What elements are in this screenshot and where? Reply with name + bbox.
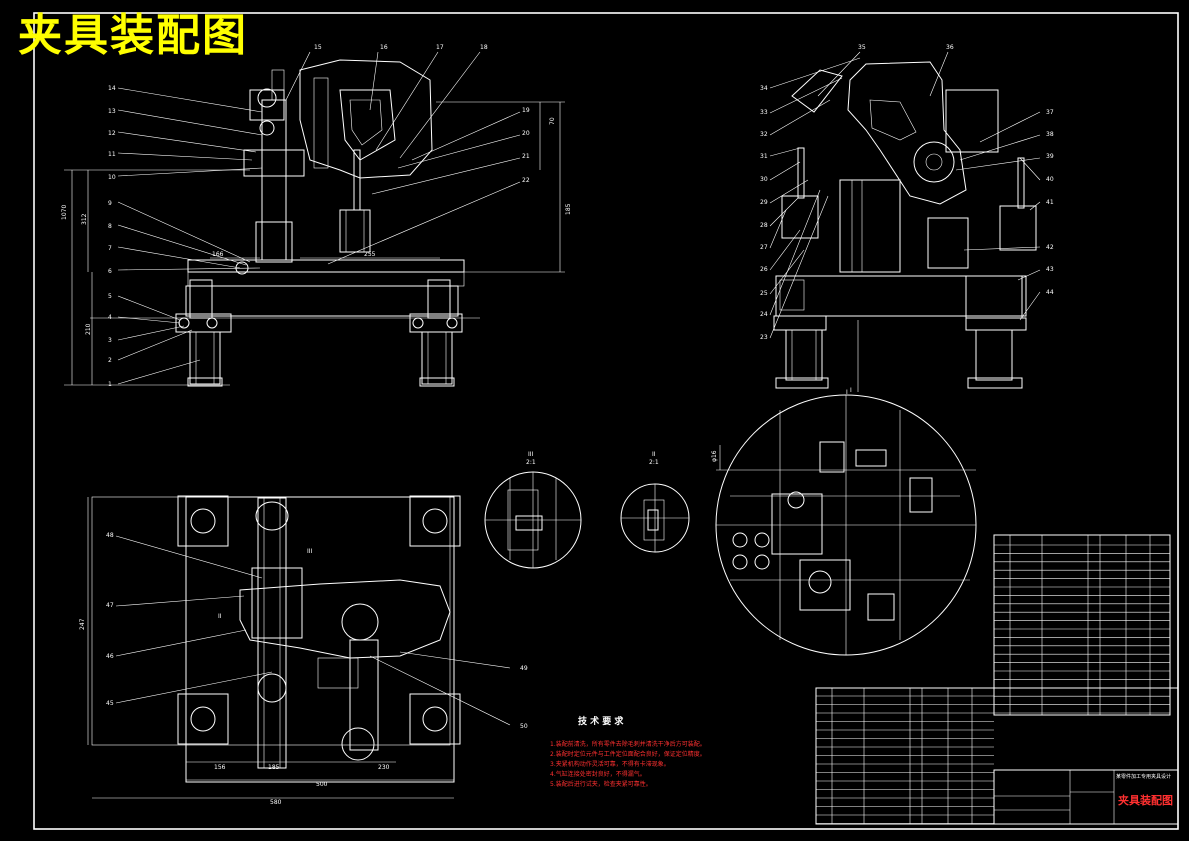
dim-230: 230 — [378, 764, 390, 771]
tech-req-heading: 技 术 要 求 — [578, 715, 624, 727]
tech-req-item-3: 3.夹紧机构动作灵活可靠，不得有卡滞现象。 — [550, 760, 670, 768]
balloon-40: 40 — [1046, 176, 1054, 183]
dim-500: 500 — [316, 781, 328, 788]
plan-view: 156 185 230 500 580 247 III II — [79, 495, 511, 806]
balloon-41: 41 — [1046, 199, 1054, 206]
front-view: 70 185 1070 312 210 166 255 — [61, 51, 572, 387]
balloon-8: 8 — [108, 223, 112, 230]
dim-156: 156 — [214, 764, 226, 771]
svg-text:III: III — [528, 451, 534, 458]
svg-text:255: 255 — [364, 251, 376, 258]
balloon-21: 21 — [522, 153, 530, 160]
balloon-27: 27 — [760, 244, 768, 251]
tech-req-item-4: 4.气缸连接处密封良好，不得漏气。 — [550, 770, 646, 778]
balloon-39: 39 — [1046, 153, 1054, 160]
balloon-33: 33 — [760, 109, 768, 116]
balloon-31: 31 — [760, 153, 768, 160]
balloon-43: 43 — [1046, 266, 1054, 273]
side-view-balloons: 34 33 32 31 30 29 28 27 26 25 24 23 35 3… — [760, 44, 1054, 341]
svg-text:312: 312 — [81, 213, 88, 225]
balloon-42: 42 — [1046, 244, 1054, 251]
title-block: 某零件加工专用夹具设计 夹具装配图 — [1116, 773, 1173, 807]
svg-text:210: 210 — [85, 323, 92, 335]
section-III: III — [307, 548, 313, 555]
detail-views: III 2:1 II 2:1 φ16 I — [484, 387, 977, 656]
svg-text:φ16: φ16 — [711, 450, 718, 462]
svg-text:I: I — [850, 387, 852, 394]
svg-text:I: I — [846, 389, 848, 396]
balloon-24: 24 — [760, 311, 768, 318]
balloon-6: 6 — [108, 268, 112, 275]
balloon-16: 16 — [380, 44, 388, 51]
balloon-29: 29 — [760, 199, 768, 206]
balloon-36: 36 — [946, 44, 954, 51]
svg-text:166: 166 — [212, 251, 224, 258]
balloon-37: 37 — [1046, 109, 1054, 116]
dim-247: 247 — [79, 618, 86, 630]
balloon-25: 25 — [760, 290, 768, 297]
svg-text:70: 70 — [549, 117, 556, 125]
tech-req-item-1: 1.装配前清洗，所有零件去除毛刺并清洗干净后方可装配。 — [550, 740, 706, 748]
balloon-3: 3 — [108, 337, 112, 344]
balloon-17: 17 — [436, 44, 444, 51]
balloon-45: 45 — [106, 700, 114, 707]
balloon-13: 13 — [108, 108, 116, 115]
balloon-50: 50 — [520, 723, 528, 730]
drawing-title: 夹具装配图 — [18, 10, 248, 61]
title-block-name: 夹具装配图 — [1118, 793, 1173, 807]
tech-req-item-5: 5.装配后进行试夹，检查夹紧可靠性。 — [550, 780, 652, 788]
balloon-4: 4 — [108, 314, 112, 321]
balloon-44: 44 — [1046, 289, 1054, 296]
balloon-11: 11 — [108, 151, 116, 158]
svg-text:185: 185 — [565, 203, 572, 215]
balloon-10: 10 — [108, 174, 116, 181]
balloon-22: 22 — [522, 177, 530, 184]
balloon-46: 46 — [106, 653, 114, 660]
balloon-18: 18 — [480, 44, 488, 51]
balloon-2: 2 — [108, 357, 112, 364]
plan-view-balloons: 48 47 46 45 49 50 — [106, 532, 528, 730]
balloon-1: 1 — [108, 381, 112, 388]
sheet-border — [33, 12, 1179, 830]
balloon-47: 47 — [106, 602, 114, 609]
balloon-26: 26 — [760, 266, 768, 273]
balloon-5: 5 — [108, 293, 112, 300]
balloon-19: 19 — [522, 107, 530, 114]
balloon-32: 32 — [760, 131, 768, 138]
section-II: II — [218, 613, 222, 620]
balloon-28: 28 — [760, 222, 768, 229]
balloon-14: 14 — [108, 85, 116, 92]
tech-req-item-2: 2.装配时定位元件与工件定位面配合良好，保证定位精度。 — [550, 750, 706, 758]
balloon-35: 35 — [858, 44, 866, 51]
balloon-15: 15 — [314, 44, 322, 51]
svg-text:1070: 1070 — [61, 205, 68, 220]
balloon-48: 48 — [106, 532, 114, 539]
balloon-30: 30 — [760, 176, 768, 183]
svg-text:2:1: 2:1 — [526, 459, 536, 466]
side-view: I — [769, 51, 1041, 396]
front-view-left-balloons: 14 13 12 11 10 9 8 7 6 5 4 3 2 1 15 16 1… — [108, 44, 530, 388]
bom-rows — [816, 544, 1170, 824]
bom-upper — [993, 534, 1171, 716]
balloon-38: 38 — [1046, 131, 1054, 138]
svg-text:2:1: 2:1 — [649, 459, 659, 466]
tech-requirements: 技 术 要 求 1.装配前清洗，所有零件去除毛刺并清洗干净后方可装配。 2.装配… — [550, 715, 706, 788]
balloon-49: 49 — [520, 665, 528, 672]
title-block-project: 某零件加工专用夹具设计 — [1116, 773, 1171, 780]
balloon-7: 7 — [108, 245, 112, 252]
balloon-23: 23 — [760, 334, 768, 341]
balloon-34: 34 — [760, 85, 768, 92]
dim-580: 580 — [270, 799, 282, 806]
svg-text:II: II — [652, 451, 656, 458]
balloon-12: 12 — [108, 130, 116, 137]
balloon-20: 20 — [522, 130, 530, 137]
dim-185: 185 — [268, 764, 280, 771]
balloon-9: 9 — [108, 200, 112, 207]
